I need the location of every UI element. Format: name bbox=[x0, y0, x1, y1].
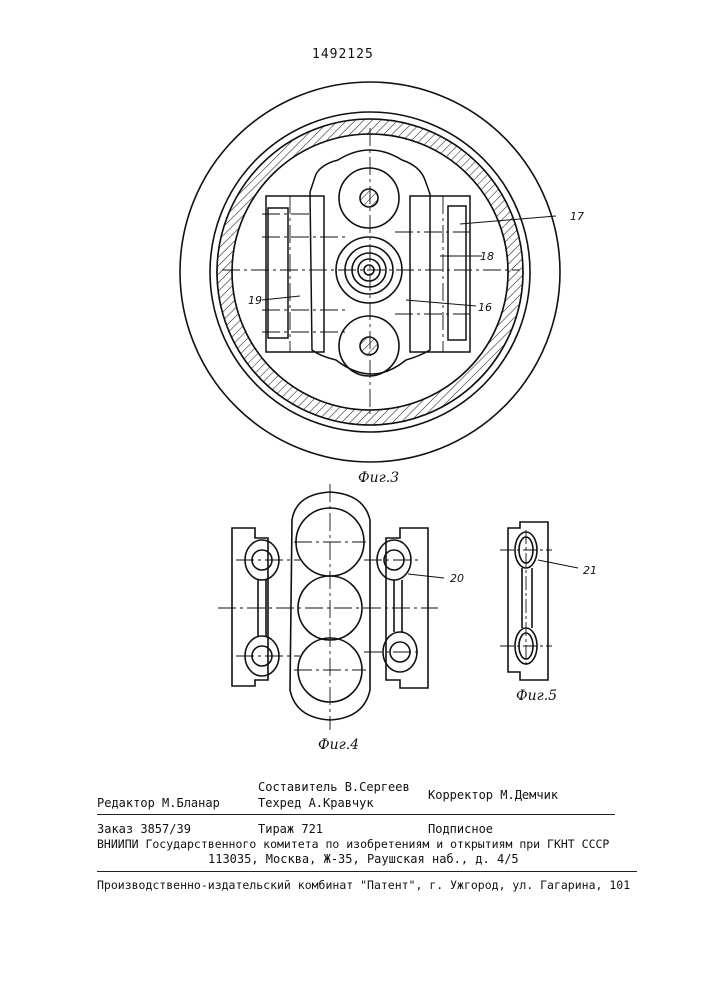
order-number: Заказ 3857/39 bbox=[97, 822, 191, 836]
circulation: Тираж 721 bbox=[258, 822, 323, 836]
divider-top bbox=[97, 814, 615, 815]
figure-3-caption: Фиг.3 bbox=[358, 470, 399, 486]
institute: ВНИИПИ Государственного комитета по изоб… bbox=[97, 837, 609, 851]
side-plate bbox=[508, 522, 548, 680]
label-20: 20 bbox=[450, 572, 464, 585]
label-18: 18 bbox=[480, 250, 494, 263]
label-16: 16 bbox=[478, 301, 492, 314]
techred: Техред А.Кравчук bbox=[258, 796, 374, 810]
subscription: Подписное bbox=[428, 822, 493, 836]
right-block bbox=[410, 196, 470, 352]
left-plate bbox=[232, 528, 268, 686]
figure-4-caption: Фиг.4 bbox=[318, 737, 359, 753]
left-block bbox=[266, 196, 324, 352]
editor: Редактор М.Бланар bbox=[97, 796, 220, 810]
divider-bottom bbox=[97, 871, 637, 872]
label-17: 17 bbox=[570, 210, 584, 223]
figure-3-drawing bbox=[180, 82, 560, 462]
figure-5-caption: Фиг.5 bbox=[516, 688, 557, 704]
composer: Составитель В.Сергеев bbox=[258, 780, 410, 794]
label-19: 19 bbox=[248, 294, 262, 307]
figure-5-drawing bbox=[500, 522, 578, 680]
institute-address: 113035, Москва, Ж-35, Раушская наб., д. … bbox=[208, 852, 519, 866]
figure-4-drawing bbox=[218, 484, 444, 730]
printer: Производственно-издательский комбинат "П… bbox=[97, 878, 630, 892]
corrector: Корректор М.Демчик bbox=[428, 788, 558, 802]
label-21: 21 bbox=[583, 564, 597, 577]
